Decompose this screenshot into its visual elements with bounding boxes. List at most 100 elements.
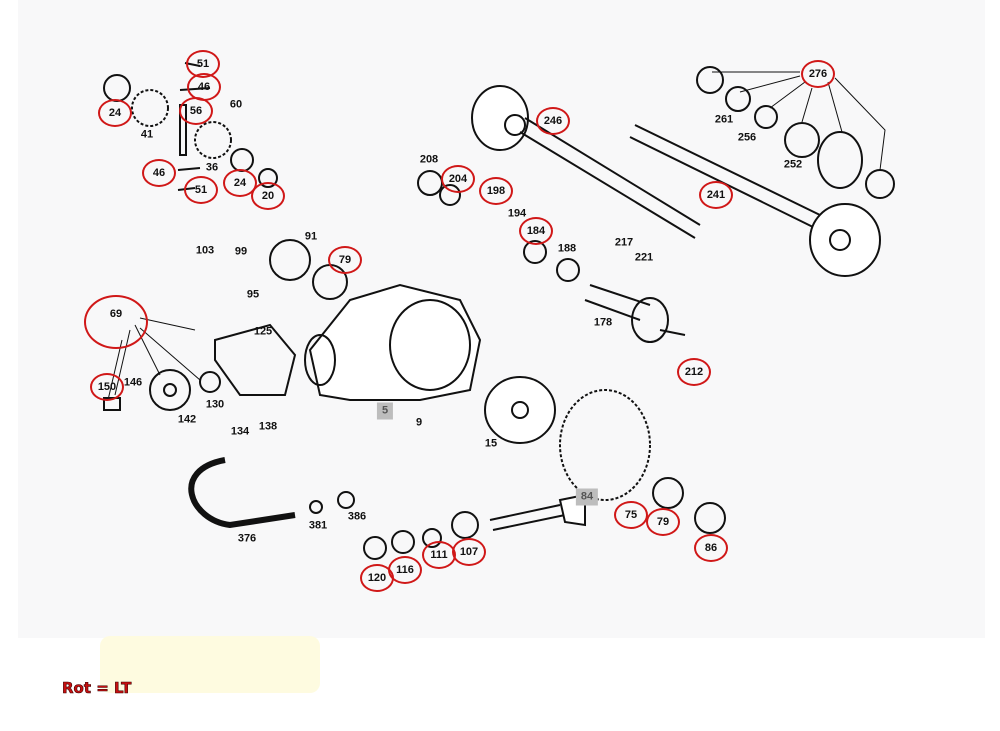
part-number-146: 146	[123, 376, 143, 389]
part-number-5: 5	[376, 402, 394, 420]
leader-lines	[107, 71, 886, 401]
part-number-text: 84	[580, 490, 594, 503]
part-number-text: 116	[396, 563, 414, 576]
part-number-text: 221	[634, 251, 654, 264]
axle-housing	[304, 283, 482, 401]
part-number-221: 221	[634, 251, 654, 264]
part-number-text: 261	[714, 113, 734, 126]
part-number-text: 9	[415, 416, 423, 429]
part-number-text: 91	[304, 230, 318, 243]
part-number-text: 86	[704, 541, 718, 554]
part-number-text: 376	[237, 532, 257, 545]
part-link-79[interactable]: 79	[646, 508, 680, 536]
part-number-text: 15	[484, 437, 498, 450]
part-number-text: 60	[229, 98, 243, 111]
part-number-text: 204	[448, 172, 468, 185]
part-number-208: 208	[419, 153, 439, 166]
part-number-text: 146	[123, 376, 143, 389]
part-number-text: 46	[197, 80, 211, 93]
pinion-shaft	[489, 493, 586, 531]
part-number-text: 386	[347, 510, 367, 523]
breather-pipe-376	[188, 457, 296, 529]
part-number-text: 5	[381, 404, 389, 417]
differential-carrier	[484, 376, 556, 444]
part-link-107[interactable]: 107	[452, 538, 486, 566]
part-link-75[interactable]: 75	[614, 501, 648, 529]
part-number-text: 24	[233, 176, 247, 189]
part-number-text: 138	[258, 420, 278, 433]
part-link-241[interactable]: 241	[699, 181, 733, 209]
part-number-41: 41	[140, 128, 154, 141]
part-number-text: 188	[557, 242, 577, 255]
part-number-261: 261	[714, 113, 734, 126]
part-number-text: 246	[543, 114, 563, 127]
part-number-text: 208	[419, 153, 439, 166]
part-number-125: 125	[254, 326, 272, 338]
part-number-text: 252	[783, 158, 803, 171]
part-number-text: 107	[459, 545, 479, 558]
axle-shaft-left	[471, 85, 701, 239]
part-number-text: 79	[656, 515, 670, 528]
part-number-text: 194	[507, 207, 527, 220]
part-number-text: 276	[808, 67, 828, 80]
part-link-212[interactable]: 212	[677, 358, 711, 386]
part-number-9: 9	[415, 416, 423, 429]
part-link-79[interactable]: 79	[328, 246, 362, 274]
part-number-256: 256	[738, 132, 756, 144]
part-number-text: 51	[196, 57, 210, 70]
part-number-194: 194	[507, 207, 527, 220]
part-number-text: 241	[706, 188, 726, 201]
part-number-text: 184	[526, 224, 546, 237]
part-number-91: 91	[304, 230, 318, 243]
part-number-386: 386	[347, 510, 367, 523]
part-number-text: 142	[177, 413, 197, 426]
part-link-24[interactable]: 24	[223, 169, 257, 197]
part-number-text: 198	[486, 184, 506, 197]
tube-178	[584, 284, 686, 343]
part-number-text: 130	[205, 398, 225, 411]
part-link-204[interactable]: 204	[441, 165, 475, 193]
part-link-198[interactable]: 198	[479, 177, 513, 205]
part-link-24[interactable]: 24	[98, 99, 132, 127]
part-link-150[interactable]: 150	[90, 373, 124, 401]
part-number-text: 41	[140, 128, 154, 141]
part-number-text: 111	[430, 548, 448, 561]
part-number-252: 252	[783, 158, 803, 171]
part-number-376: 376	[237, 532, 257, 545]
part-number-138: 138	[258, 420, 278, 433]
part-link-69[interactable]: 69	[84, 295, 148, 349]
part-number-134: 134	[230, 425, 250, 438]
part-link-276[interactable]: 276	[801, 60, 835, 88]
part-link-184[interactable]: 184	[519, 217, 553, 245]
part-number-99: 99	[234, 245, 248, 258]
part-number-103: 103	[196, 245, 214, 257]
part-number-text: 36	[205, 161, 219, 174]
legend-text: Rot = LT	[62, 679, 132, 698]
part-link-120[interactable]: 120	[360, 564, 394, 592]
part-number-text: 120	[367, 571, 387, 584]
part-number-84: 84	[575, 488, 599, 506]
gears	[131, 62, 651, 501]
part-number-text: 134	[230, 425, 250, 438]
part-number-15: 15	[484, 437, 498, 450]
exploded-differential-drawing	[103, 62, 895, 560]
part-number-text: 56	[189, 104, 203, 117]
part-link-111[interactable]: 111	[422, 541, 456, 569]
part-number-142: 142	[177, 413, 197, 426]
part-link-51[interactable]: 51	[184, 176, 218, 204]
part-link-56[interactable]: 56	[179, 97, 213, 125]
part-link-86[interactable]: 86	[694, 534, 728, 562]
part-number-text: 75	[624, 508, 638, 521]
part-link-20[interactable]: 20	[251, 182, 285, 210]
part-number-text: 95	[246, 288, 260, 301]
part-number-text: 99	[234, 245, 248, 258]
part-link-46[interactable]: 46	[142, 159, 176, 187]
part-link-246[interactable]: 246	[536, 107, 570, 135]
part-number-178: 178	[594, 317, 612, 329]
axle-shaft-right	[629, 124, 881, 277]
part-number-36: 36	[205, 161, 219, 174]
part-number-130: 130	[205, 398, 225, 411]
part-number-text: 69	[109, 308, 123, 320]
part-number-60: 60	[229, 98, 243, 111]
